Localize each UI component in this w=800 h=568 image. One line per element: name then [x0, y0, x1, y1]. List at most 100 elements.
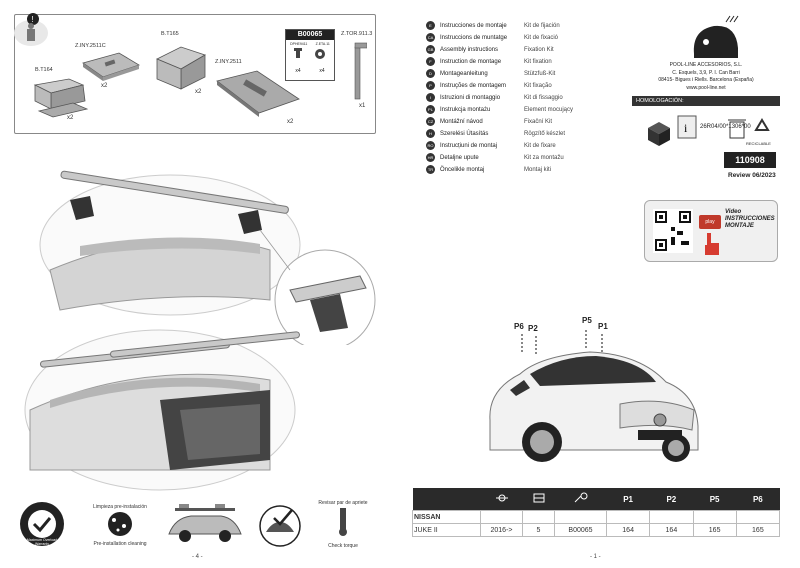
model-cell: JUKE II — [412, 523, 481, 537]
video-line1: Video — [725, 209, 742, 215]
cleaning-sublabel: Limpieza pre-instalación — [93, 504, 147, 510]
point-p1: P1 — [598, 322, 608, 331]
kit-box: B00065 DPHE9411 Z.ETA.11 x4 x4 — [285, 29, 335, 81]
language-kit-name: Kit de fijación — [524, 22, 560, 29]
language-kit-name: Kit de fixare — [524, 142, 556, 149]
language-row: PL Instrukcja montażu Element mocujący — [426, 104, 573, 115]
kit-box-code: B00065 — [286, 30, 334, 40]
qr-code-icon[interactable] — [653, 209, 693, 253]
language-flag-icon: PL — [426, 105, 435, 114]
screws-icon — [294, 48, 325, 59]
qty-2511c: x2 — [101, 83, 108, 89]
play-button[interactable]: play — [699, 215, 721, 229]
language-title: Montážní návod — [440, 118, 483, 125]
point-p5: P5 — [582, 316, 592, 325]
torque-wrench-icon — [339, 508, 347, 536]
qty-bt164: x2 — [67, 115, 74, 121]
header-p5: P5 — [693, 488, 737, 511]
language-flag-icon: CA — [426, 33, 435, 42]
language-kit-name: Kit fixação — [524, 82, 552, 89]
language-flag-icon: GB — [426, 45, 435, 54]
part-code-bt164: B.T164 — [35, 67, 53, 73]
language-title: Instruccions de muntatge — [440, 34, 508, 41]
language-kit-name: Kit za montažu — [524, 154, 564, 161]
foot-bt164-icon — [33, 78, 89, 118]
header-p2: P2 — [649, 488, 693, 511]
video-line3: MONTAJE — [725, 223, 754, 229]
company-address2: 08415- Bigues i Riells. Barcelona (Españ… — [658, 77, 754, 83]
language-flag-icon: P — [426, 81, 435, 90]
allen-key-icon — [354, 42, 367, 100]
language-kit-name: Kit di fissaggio — [524, 94, 563, 101]
language-kit-name: Montaj kiti — [524, 166, 552, 173]
torque-sublabel: Revisar par de apriete — [318, 500, 368, 506]
language-title: Montageanleitung — [440, 70, 488, 77]
language-kit-name: Stützfuß-Kit — [524, 70, 556, 77]
hand-pointer-icon — [705, 233, 719, 255]
cleaning-step: Limpieza pre-instalación Pre-installatio… — [92, 504, 148, 547]
page-number-left: - 4 - — [192, 554, 203, 560]
video-line2: INSTRUCCIONES — [725, 216, 775, 222]
recycle-icon — [754, 118, 770, 131]
language-flag-icon: RO — [426, 141, 435, 150]
homologation-number: 26R04/00*1306*00 — [700, 124, 751, 130]
p2-cell: 164 — [649, 523, 694, 537]
language-kit-name: Kit fixation — [524, 58, 552, 65]
page-number-right: - 1 - — [590, 554, 601, 560]
doors-cell: 5 — [522, 523, 555, 537]
seal-badge: Maximum Overload Warranty — [18, 500, 66, 548]
pool-line-logo — [693, 15, 739, 58]
language-title: Instrukcja montażu — [440, 106, 491, 113]
car-load-icon — [168, 504, 242, 542]
parts-box: ! B.T164 x2 Z.INY.2511C x2 B.T165 x2 Z.I… — [14, 13, 376, 134]
language-flag-icon: I — [426, 93, 435, 102]
video-panel[interactable]: play Video INSTRUCCIONES MONTAJE — [644, 200, 778, 262]
box-icon — [648, 122, 670, 146]
p5-cell: 165 — [692, 523, 737, 537]
foot-bt165-icon — [156, 46, 206, 90]
part-code-tor: Z.TOR.911.3 — [341, 31, 373, 37]
language-title: Instrucțiuni de montaj — [440, 142, 498, 149]
language-title: Detaljne upute — [440, 154, 479, 161]
qty-2511: x2 — [287, 119, 294, 125]
company-address1: C. Esquels, 3,9, P. I. Can Barri — [672, 69, 740, 76]
year-range-icon — [495, 494, 508, 502]
bin-icon — [728, 119, 746, 139]
company-info: POOL-LINE ACCESORIOS, S.L. C. Esquels, 3… — [636, 62, 776, 92]
seal-text: Maximum Overload Warranty — [26, 538, 58, 546]
pad-2511c-icon — [82, 52, 140, 81]
car-side-bars-illustration — [24, 329, 300, 491]
cleaning-label: Pre-installation cleaning — [93, 541, 147, 547]
company-name: POOL-LINE ACCESORIOS, S.L. — [669, 62, 743, 68]
language-row: RO Instrucțiuni de montaj Kit de fixare — [426, 140, 556, 151]
point-p6: P6 — [514, 322, 524, 331]
homologation-label: HOMOLOGACIÓN: — [636, 98, 684, 104]
kit-qty1: x4 — [295, 68, 301, 74]
company-website[interactable]: www.pool-line.net — [686, 84, 726, 91]
video-caption: Video INSTRUCCIONES MONTAJE — [725, 209, 775, 230]
svg-text:!: ! — [32, 15, 34, 24]
cleaning-icon — [108, 512, 132, 536]
part-code-zin2511: Z.INY.2511 — [215, 59, 242, 65]
header-p1: P1 — [606, 488, 650, 511]
kit-qty2: x4 — [319, 68, 325, 74]
kit-icon — [574, 492, 587, 503]
homologation-bar: HOMOLOGACIÓN: — [632, 96, 780, 106]
qty-tor: x1 — [359, 103, 366, 109]
language-kit-name: Element mocujący — [524, 106, 574, 113]
language-title: Instrucciones de montaje — [440, 22, 507, 29]
nissan-juke-car — [489, 330, 699, 462]
qty-bt165: x2 — [195, 89, 202, 95]
language-title: Instruction de montage — [440, 58, 502, 65]
review-date: Review 06/2023 — [728, 172, 776, 179]
language-flag-icon: CZ — [426, 117, 435, 126]
